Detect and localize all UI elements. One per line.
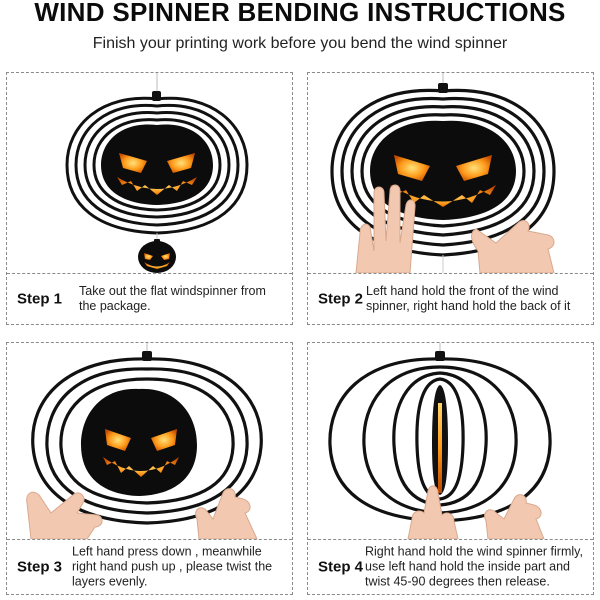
step-2-panel: Step 2 Left hand hold the front of the w… <box>307 72 594 325</box>
page-subtitle: Finish your printing work before you ben… <box>92 35 508 52</box>
step-1-panel: Step 1 Take out the flat windspinner fro… <box>6 72 293 325</box>
step-1-illustration <box>7 73 292 273</box>
page-title: WIND SPINNER BENDING INSTRUCTIONS <box>34 0 566 27</box>
step-4-panel: Step 4 Right hand hold the wind spinner … <box>307 342 594 595</box>
step-2-text: Left hand hold the front of the wind spi… <box>366 284 571 313</box>
step-3-label: Step 3 <box>17 558 63 576</box>
step-4-text: Right hand hold the wind spinner firmly,… <box>365 544 583 589</box>
step-3-illustration <box>7 343 292 539</box>
step-2-label: Step 2 <box>318 290 364 308</box>
step-4-illustration <box>308 343 593 539</box>
step-2-illustration <box>308 73 593 273</box>
step-1-label: Step 1 <box>17 290 63 308</box>
step-3-panel: Step 3 Left hand press down , meanwhile … <box>6 342 293 595</box>
step-4-caption: Step 4 Right hand hold the wind spinner … <box>308 539 593 594</box>
step-4-label: Step 4 <box>318 558 364 576</box>
step-3-caption: Step 3 Left hand press down , meanwhile … <box>7 539 292 594</box>
step-1-text: Take out the flat windspinner from the p… <box>79 284 266 313</box>
step-1-caption: Step 1 Take out the flat windspinner fro… <box>7 273 292 324</box>
step-3-text: Left hand press down , meanwhile right h… <box>72 544 273 589</box>
step-2-caption: Step 2 Left hand hold the front of the w… <box>308 273 593 324</box>
